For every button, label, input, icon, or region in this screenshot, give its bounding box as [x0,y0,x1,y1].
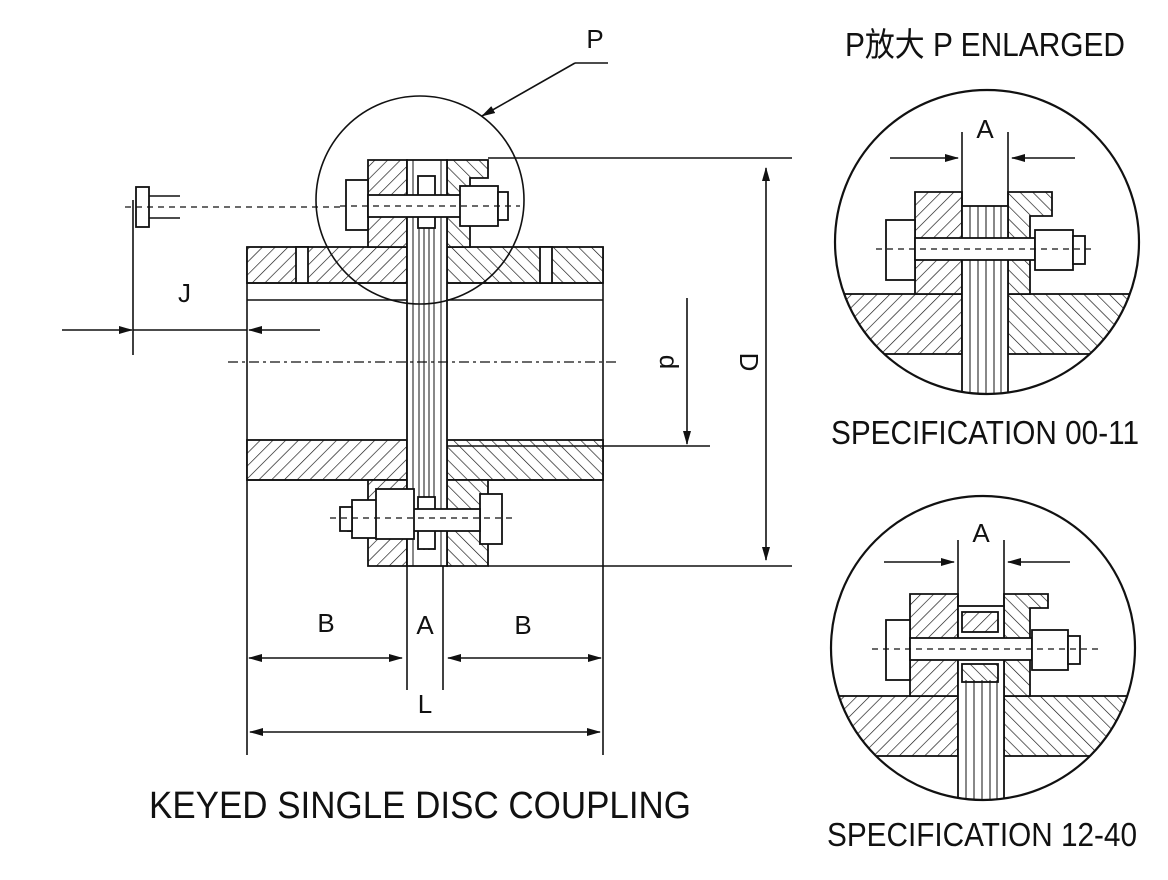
detail-circle-p [315,95,525,305]
enlarged-view-spec-12-40: A [829,494,1137,802]
dimension-d-small: d [447,298,710,447]
main-coupling-section [228,62,620,755]
main-title: KEYED SINGLE DISC COUPLING [149,785,691,827]
enlarged-title: P放大 P ENLARGED [845,26,1125,63]
dimension-j: J [62,278,320,334]
label-d-large: D [734,353,764,372]
label-a-main: A [416,610,434,640]
dimension-b-a-b: B A B [248,566,602,690]
spec-caption-00-11: SPECIFICATION 00-11 [831,414,1139,451]
dimension-l: L [249,689,601,736]
left-hub-top-section [246,246,408,284]
lower-bolt [330,488,515,545]
spec-caption-12-40: SPECIFICATION 12-40 [827,816,1137,853]
label-j: J [178,278,191,308]
label-a-enlarged-1: A [976,114,994,144]
enlarged-view-spec-00-11: A [833,88,1141,396]
bolt-removal-sketch [125,186,345,355]
label-d-small: d [654,355,684,369]
right-hub-top-section [446,246,604,284]
label-b-left: B [317,608,334,638]
left-hub-bottom-section [246,439,408,481]
label-p-callout: P [586,24,603,54]
upper-bolt [340,179,520,231]
label-b-right: B [514,610,531,640]
label-a-enlarged-2: A [972,518,990,548]
dimension-d-large: D [488,157,792,567]
label-l: L [418,689,432,719]
